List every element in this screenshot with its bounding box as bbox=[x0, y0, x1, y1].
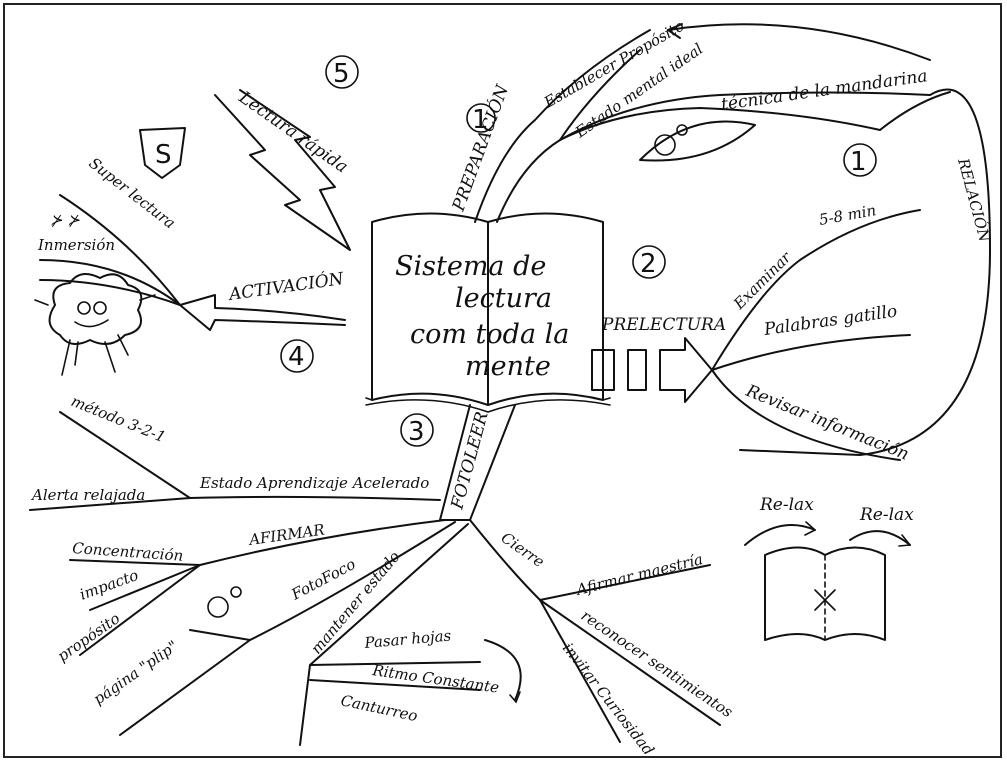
center-title-line3: com toda la bbox=[410, 319, 569, 350]
pasar-hojas-label: Pasar hojas bbox=[363, 626, 452, 652]
fotoleer-label: FOTOLEER bbox=[447, 409, 492, 512]
estado-aprendizaje-label: Estado Aprendizaje Acelerado bbox=[199, 474, 429, 492]
afirmar-maestria-label: Afirmar maestría bbox=[573, 550, 705, 599]
tecnica-mandarina-label: técnica de la mandarina bbox=[720, 66, 929, 115]
prelectura-label: PRELECTURA bbox=[601, 315, 726, 335]
canturreo-label: Canturreo bbox=[339, 691, 419, 725]
relax-label-2: Re-lax bbox=[859, 505, 914, 525]
relax-label-1: Re-lax bbox=[759, 495, 814, 515]
cierre-label: Cierre bbox=[498, 529, 548, 572]
center-title-line2: lectura bbox=[455, 283, 552, 314]
palabras-gatillo-label: Palabras gatillo bbox=[762, 301, 899, 340]
step-number-3: 3 bbox=[408, 417, 425, 447]
step-number-2: 2 bbox=[640, 249, 657, 279]
metodo-321-label: método 3-2-1 bbox=[69, 392, 169, 446]
impacto-label: impacto bbox=[77, 566, 141, 604]
alerta-relajada-label: Alerta relajada bbox=[30, 486, 145, 504]
center-title-line1: Sistema de bbox=[395, 251, 546, 282]
super-badge: S bbox=[155, 140, 172, 170]
ritmo-constante-label: Ritmo Constante bbox=[370, 661, 500, 697]
pagina-plip-label: página "plip" bbox=[90, 637, 181, 708]
lectura-rapida-label: Lectura rápida bbox=[234, 87, 351, 177]
step-number-5: 5 bbox=[333, 59, 350, 89]
examinar-label: Examinar bbox=[729, 248, 795, 314]
inmersion-marks: ⊁ ⊁ bbox=[50, 211, 80, 229]
preparacion-label: PREPARACIÓN bbox=[448, 81, 514, 215]
proposito-label: propósito bbox=[54, 609, 123, 665]
step-number-4: 4 bbox=[288, 342, 305, 372]
center-title-line4: mente bbox=[465, 351, 551, 382]
step-number-1b: 1 bbox=[850, 147, 867, 177]
activacion-label: ACTIVACIÓN bbox=[226, 268, 346, 305]
relax-book bbox=[745, 522, 910, 640]
inmersion-label: Inmersión bbox=[37, 236, 115, 254]
